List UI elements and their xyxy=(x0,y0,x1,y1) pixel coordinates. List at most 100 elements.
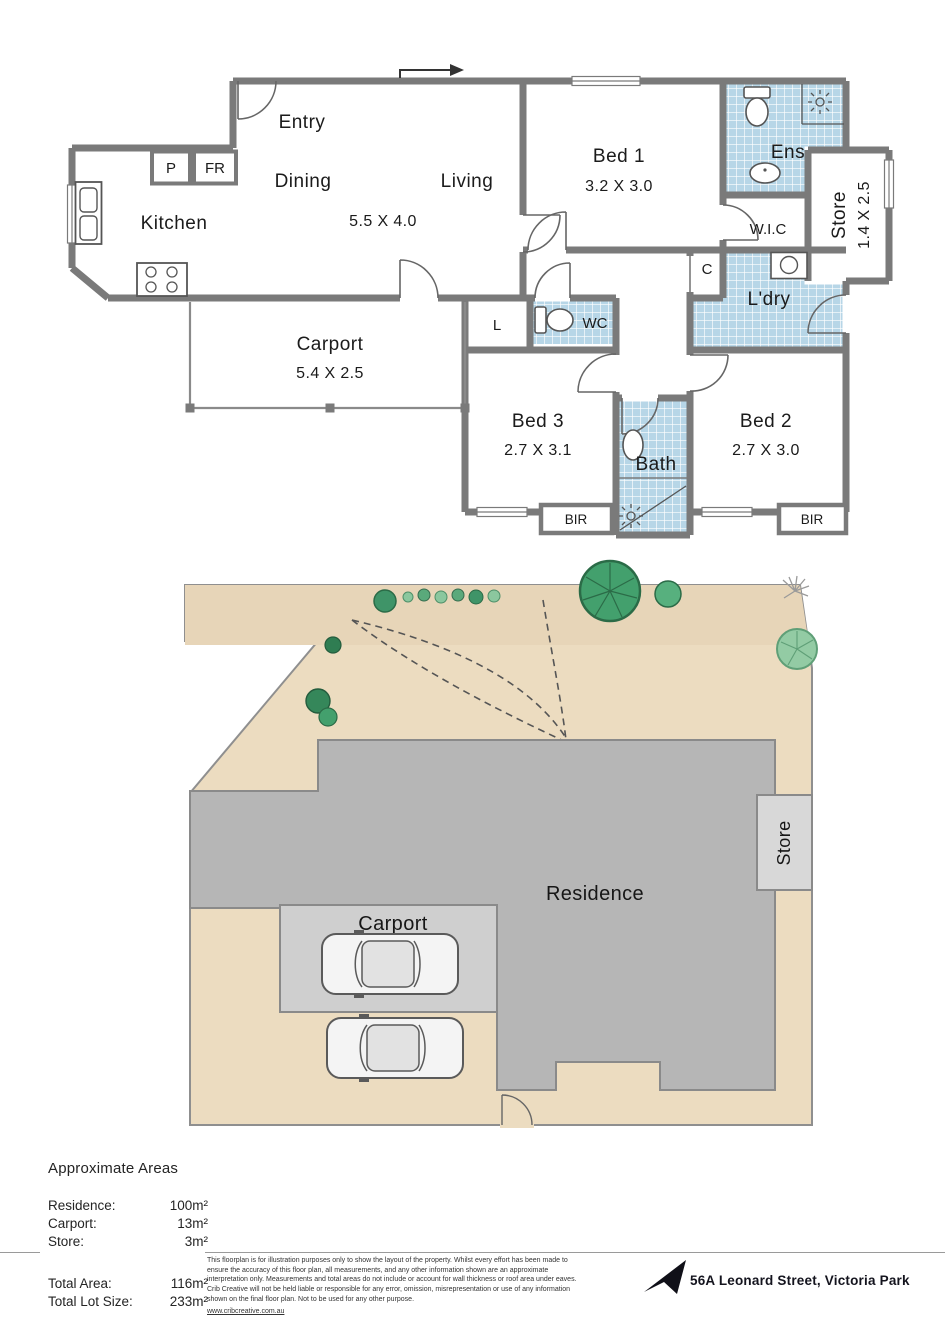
property-address: 56A Leonard Street, Victoria Park xyxy=(690,1273,910,1288)
area-label: Store: xyxy=(48,1234,85,1249)
basin-icon xyxy=(622,429,644,461)
door-arc xyxy=(237,80,277,120)
wic-label: W.I.C xyxy=(750,221,787,238)
siteplan: Store Carport Residence xyxy=(184,559,818,1128)
door-arc xyxy=(522,214,561,253)
tree xyxy=(373,589,397,613)
site-carport-label: Carport xyxy=(358,913,428,935)
disclaimer-block: This floorplan is for illustration purpo… xyxy=(207,1256,581,1317)
area-value: 3m² xyxy=(184,1234,208,1249)
window xyxy=(701,506,753,518)
bed2-dims: 2.7 X 3.0 xyxy=(732,442,800,459)
dining-label: Dining xyxy=(275,171,332,192)
kitchen-label: Kitchen xyxy=(141,213,208,234)
shrub xyxy=(468,589,484,605)
bir-box xyxy=(538,502,615,536)
area-value: 116m² xyxy=(170,1276,208,1291)
bare-tree xyxy=(782,575,810,599)
area-totals: Total Area: 116m² Total Lot Size: 233m² xyxy=(48,1275,218,1311)
laundry-label: L'dry xyxy=(747,289,790,310)
store-dims: 1.4 X 2.5 xyxy=(856,181,873,249)
divider-line xyxy=(205,1252,945,1253)
shrub xyxy=(324,636,342,654)
landscaping xyxy=(305,559,818,727)
laundry-trough-icon xyxy=(770,251,808,280)
pantry-box xyxy=(150,149,192,186)
door-arc xyxy=(399,259,439,299)
doors xyxy=(237,80,847,435)
fridge-box xyxy=(192,149,238,186)
carport-label: Carport xyxy=(297,334,364,355)
area-value: 100m² xyxy=(169,1198,208,1213)
divider-line xyxy=(0,1252,40,1253)
shower-icon xyxy=(801,84,844,125)
area-row: Residence: 100m² xyxy=(48,1197,208,1215)
shrub xyxy=(402,591,414,603)
carport-post xyxy=(460,403,470,413)
shrub xyxy=(434,590,448,604)
driveway-paths xyxy=(351,599,567,743)
area-row: Total Area: 116m² xyxy=(48,1275,208,1293)
walls xyxy=(68,77,893,539)
tree xyxy=(776,628,818,670)
carport-structure xyxy=(185,302,470,413)
bed3-label: Bed 3 xyxy=(512,411,564,432)
cupboard-label: C xyxy=(702,261,713,278)
area-value: 13m² xyxy=(177,1216,208,1231)
door-arc xyxy=(689,354,729,392)
dining-living-dims: 5.5 X 4.0 xyxy=(349,213,417,230)
shower-icon xyxy=(619,477,687,531)
sink-icon xyxy=(74,181,103,245)
area-label: Residence: xyxy=(48,1198,116,1213)
bir-right-label: BIR xyxy=(801,512,824,527)
window xyxy=(476,506,528,518)
ensuite-tiles xyxy=(726,84,843,192)
store-label: Store xyxy=(829,191,850,239)
carport-dims: 5.4 X 2.5 xyxy=(296,365,364,382)
wc-label: WC xyxy=(583,315,608,332)
shrub xyxy=(487,589,501,603)
door-arc xyxy=(534,262,571,299)
bed3-dims: 2.7 X 3.1 xyxy=(504,442,572,459)
fridge-label: FR xyxy=(205,160,225,177)
area-row: Store: 3m² xyxy=(48,1233,208,1251)
area-row: Total Lot Size: 233m² xyxy=(48,1293,208,1311)
ensuite-label: Ens xyxy=(771,142,805,163)
tree xyxy=(578,559,642,623)
site-residence-label: Residence xyxy=(546,883,644,905)
crib-creative-logo xyxy=(644,1260,686,1294)
area-row: Carport: 13m² xyxy=(48,1215,208,1233)
carport-post xyxy=(325,403,335,413)
bir-box xyxy=(776,502,849,536)
area-label: Carport: xyxy=(48,1216,97,1231)
verge-strip xyxy=(185,585,809,645)
stove-icon xyxy=(136,262,188,297)
floorplan-labels: Entry Dining Living 5.5 X 4.0 Kitchen P … xyxy=(141,112,873,527)
disclaimer-text: This floorplan is for illustration purpo… xyxy=(207,1257,577,1303)
tree xyxy=(654,580,682,608)
areas-panel: Approximate Areas Residence: 100m² Carpo… xyxy=(48,1160,218,1311)
website-link: www.cribcreative.com.au xyxy=(207,1308,285,1316)
laundry-tiles xyxy=(693,253,843,347)
carport-post xyxy=(185,403,195,413)
areas-title: Approximate Areas xyxy=(48,1160,179,1177)
area-label: Total Area: xyxy=(48,1276,112,1291)
store-footprint xyxy=(756,794,813,891)
gate-arc xyxy=(500,1094,534,1128)
shrub xyxy=(305,688,331,714)
door-arc xyxy=(722,204,759,241)
pantry-label: P xyxy=(166,160,176,177)
shrub xyxy=(451,588,465,602)
window xyxy=(883,159,895,209)
linen-label: L xyxy=(493,317,501,334)
bir-left-label: BIR xyxy=(565,512,588,527)
bath-label: Bath xyxy=(635,454,676,475)
site-store-label: Store xyxy=(774,820,794,865)
shrub xyxy=(318,707,338,727)
toilet-icon xyxy=(743,86,771,127)
living-label: Living xyxy=(441,171,494,192)
floorplan: Entry Dining Living 5.5 X 4.0 Kitchen P … xyxy=(66,64,895,539)
bed2-label: Bed 2 xyxy=(740,411,792,432)
bed1-label: Bed 1 xyxy=(593,146,645,167)
